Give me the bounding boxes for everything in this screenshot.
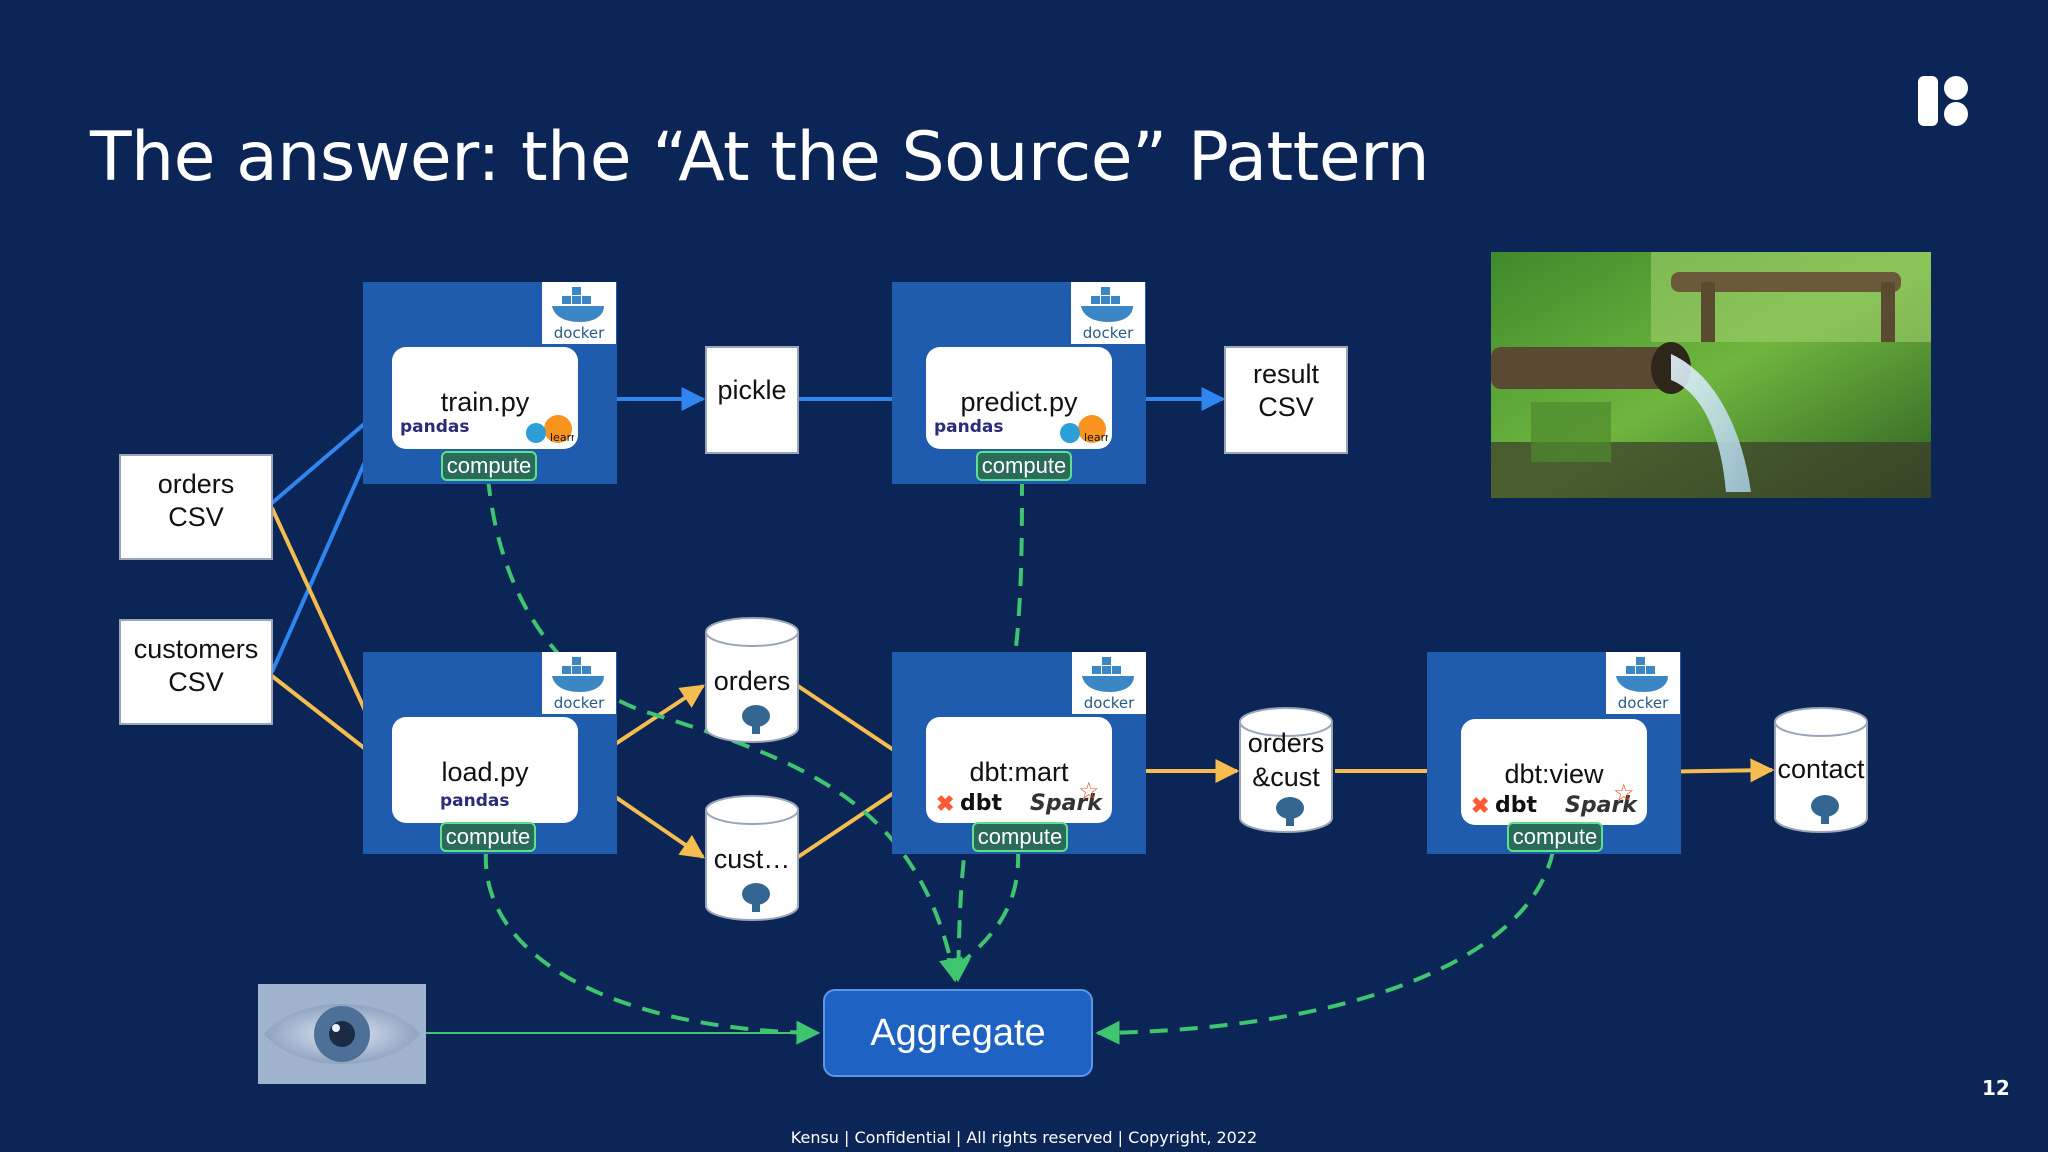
compute-badge: compute xyxy=(440,822,536,852)
svg-text:orders: orders xyxy=(714,666,791,696)
db-cust[interactable]: cust… xyxy=(704,794,802,924)
postgres-icon xyxy=(1811,795,1839,824)
pandas-icon: pandas xyxy=(400,417,470,437)
doc-orders-csv[interactable]: orders CSV xyxy=(119,454,273,560)
pipe-photo xyxy=(1491,252,1931,498)
process-load[interactable]: load.py pandas xyxy=(392,717,578,823)
svg-text:docker: docker xyxy=(554,324,605,342)
db-orders-cust[interactable]: orders &cust xyxy=(1238,706,1336,836)
dbt-icon: ✖ xyxy=(1471,793,1490,818)
sklearn-icon: learn xyxy=(526,415,574,444)
footer: Kensu | Confidential | All rights reserv… xyxy=(790,1128,1258,1147)
docker-icon: docker xyxy=(1071,282,1145,344)
postgres-icon xyxy=(1276,797,1304,826)
compute-lineage-dashes xyxy=(483,477,1555,1045)
slide-title: The answer: the “At the Source” Pattern xyxy=(90,118,1430,197)
pandas-icon: pandas xyxy=(934,417,1004,437)
eye-icon xyxy=(258,984,426,1084)
svg-text:docker: docker xyxy=(1084,694,1135,712)
page-number: 12 xyxy=(1982,1076,2010,1100)
docker-icon: docker xyxy=(1072,652,1146,714)
spark-icon: Spark xyxy=(1030,791,1102,816)
svg-text:docker: docker xyxy=(554,694,605,712)
docker-icon: docker xyxy=(542,282,616,344)
process-label: dbt:mart xyxy=(969,757,1069,787)
docker-icon: docker xyxy=(542,652,616,714)
postgres-icon xyxy=(742,705,770,734)
compute-badge: compute xyxy=(972,822,1068,852)
doc-result-csv[interactable]: result CSV xyxy=(1224,346,1348,454)
svg-text:docker: docker xyxy=(1618,694,1669,712)
process-label: load.py xyxy=(441,757,529,787)
dbt-icon: ✖ xyxy=(936,791,955,816)
postgres-icon xyxy=(742,883,770,912)
svg-text:learn: learn xyxy=(1084,431,1108,444)
db-orders[interactable]: orders xyxy=(704,616,802,746)
svg-text:learn: learn xyxy=(550,431,574,444)
spark-icon: Spark xyxy=(1565,793,1637,818)
process-label: dbt:view xyxy=(1504,759,1604,789)
doc-customers-csv[interactable]: customers CSV xyxy=(119,619,273,725)
process-dbt-mart[interactable]: dbt:mart ✖ dbt Spark ☆ xyxy=(926,717,1112,823)
process-predict[interactable]: predict.py pandas learn xyxy=(926,347,1112,449)
pandas-icon: pandas xyxy=(440,791,510,811)
doc-pickle[interactable]: pickle xyxy=(705,346,799,454)
aggregate-node[interactable]: Aggregate xyxy=(823,989,1093,1077)
svg-text:orders: orders xyxy=(1248,728,1325,758)
process-label: predict.py xyxy=(960,387,1078,417)
svg-text:&cust: &cust xyxy=(1252,762,1320,792)
svg-text:contact: contact xyxy=(1777,754,1865,784)
db-contact[interactable]: contact xyxy=(1773,706,1871,836)
process-train[interactable]: train.py pandas learn xyxy=(392,347,578,449)
compute-badge: compute xyxy=(441,451,537,481)
process-dbt-view[interactable]: dbt:view ✖ dbt Spark ☆ xyxy=(1461,719,1647,825)
compute-badge: compute xyxy=(1507,822,1603,852)
brand-logo-icon xyxy=(1918,76,1968,126)
svg-text:cust…: cust… xyxy=(714,844,791,874)
sklearn-icon: learn xyxy=(1060,415,1108,444)
docker-icon: docker xyxy=(1606,652,1680,714)
process-label: train.py xyxy=(440,387,530,417)
compute-badge: compute xyxy=(976,451,1072,481)
svg-text:docker: docker xyxy=(1083,324,1134,342)
